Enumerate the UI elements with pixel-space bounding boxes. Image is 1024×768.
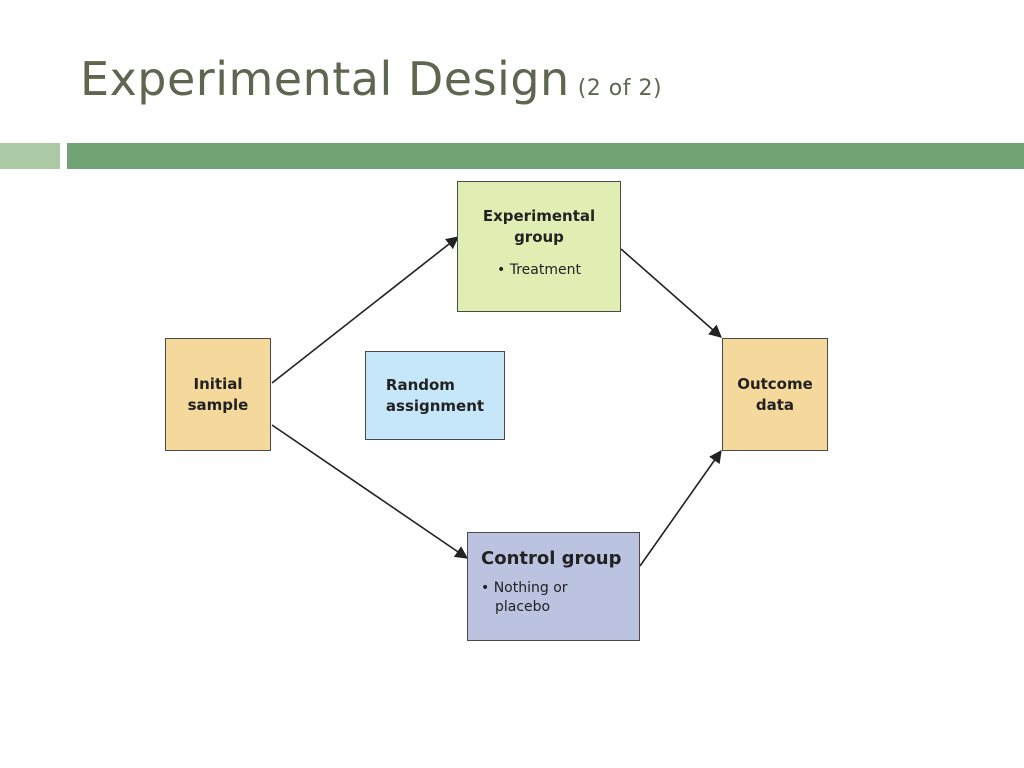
- initial-sample-line1: Initial: [193, 374, 243, 393]
- slide-title: Experimental Design (2 of 2): [80, 52, 662, 106]
- initial-sample-line2: sample: [187, 395, 249, 414]
- experimental-group-bullet: • Treatment: [497, 262, 581, 278]
- control-group-bullet-line1: • Nothing or: [481, 580, 568, 596]
- random-assignment-box: Random assignment: [365, 351, 505, 440]
- control-group-label: Control group: [481, 548, 622, 569]
- experimental-group-label: Experimental group: [458, 206, 620, 248]
- header-band-accent: [0, 143, 60, 169]
- random-assignment-line2: assignment: [385, 396, 485, 415]
- initial-sample-label: Initial sample: [188, 374, 249, 416]
- header-band: [67, 143, 1024, 169]
- experimental-group-line2: group: [514, 228, 564, 246]
- outcome-data-line2: data: [755, 395, 795, 414]
- outcome-data-label: Outcome data: [737, 374, 813, 416]
- arrow-experimental-to-outcome: [620, 248, 722, 338]
- arrow-control-to-outcome: [639, 449, 722, 567]
- outcome-data-line1: Outcome: [737, 374, 813, 393]
- outcome-data-box: Outcome data: [722, 338, 828, 451]
- control-group-bullet: • Nothing or placebo: [481, 579, 639, 617]
- control-group-box: Control group • Nothing or placebo: [467, 532, 640, 641]
- experimental-group-box: Experimental group • Treatment: [457, 181, 621, 312]
- random-assignment-label: Random assignment: [386, 375, 484, 417]
- initial-sample-box: Initial sample: [165, 338, 271, 451]
- control-group-bullet-line2: placebo: [495, 599, 551, 615]
- experimental-group-line1: Experimental: [482, 207, 596, 225]
- slide-title-text: Experimental Design: [80, 52, 570, 106]
- random-assignment-line1: Random: [385, 375, 455, 394]
- arrow-sample-to-control: [271, 424, 469, 559]
- slide-subtitle: (2 of 2): [577, 76, 663, 101]
- arrow-sample-to-experimental: [271, 236, 460, 384]
